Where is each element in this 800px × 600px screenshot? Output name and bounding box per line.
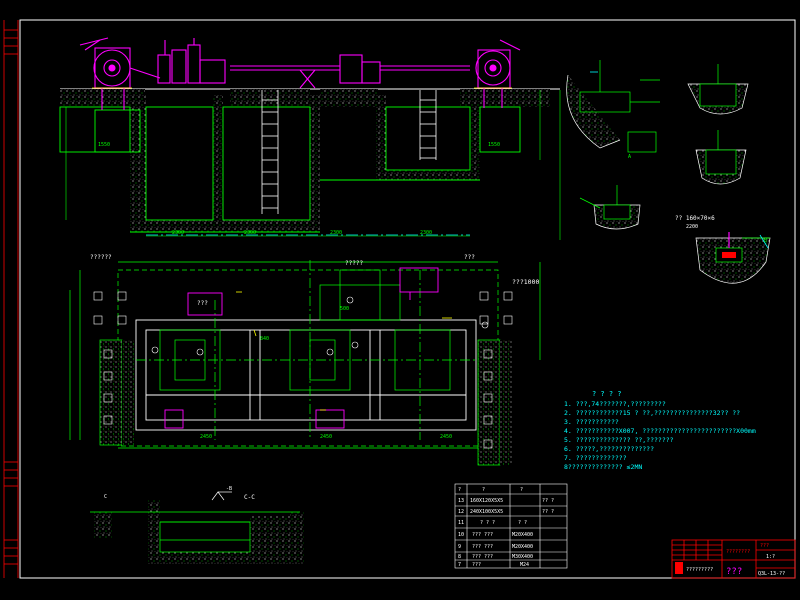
plan-view: 2450 2450 2450 840 500 ?????? ????? ??? … [69,254,541,500]
svg-text:500: 500 [340,306,349,312]
table-cell: ??? ??? [472,554,493,560]
table-cell: 10 [458,532,464,538]
table-cell: M20X400 [512,544,533,550]
svg-text:2300: 2300 [244,230,256,236]
title-drawing: ???????? [726,549,750,555]
svg-text:2450: 2450 [440,434,452,440]
table-cell: 240X100X5X5 [470,509,503,515]
table-header-2: ? [482,487,485,493]
detail-b-label: B [764,238,767,244]
plan-right-top: ???1000 [512,278,539,286]
table-cell: 11 [458,520,464,526]
elevation-section: 2300 2300 2300 2300 1550 1550 [59,37,561,240]
svg-text:2450: 2450 [200,434,212,440]
detail-dim-sub: 2200 [686,224,698,230]
section-c-title: C-C [244,494,255,501]
table-cell: ? ? [518,520,527,526]
table-cell: 9 [458,544,461,550]
title-code: ??? [760,543,769,549]
table-header-3: ? [520,487,523,493]
svg-text:2450: 2450 [320,434,332,440]
section-c-elev: -B [226,486,232,492]
title-project: ????????? [686,567,713,573]
table-cell: M24 [520,562,529,568]
notes-title: ? ? ? ? [592,390,622,398]
table-header-1: ? [458,487,461,493]
svg-text:1550: 1550 [488,142,500,148]
plan-c-marker: C [104,494,107,500]
notes-item-6: 6. ?????,?????????????? [564,445,654,453]
title-logo: ??? [726,567,742,577]
plan-title-mid: ????? [345,260,363,267]
table-cell: 13 [458,498,464,504]
svg-text:2300: 2300 [330,230,342,236]
svg-text:2300: 2300 [420,230,432,236]
svg-text:840: 840 [260,336,269,342]
plan-tag: ??? [464,254,475,261]
title-scale: 1:? [766,554,775,560]
table-cell: ??? ??? [472,532,493,538]
table-cell: ?? ? [542,509,554,515]
parts-table: ? ? ? 13 160X120X5X5 ?? ? 12 240X100X5X5… [454,483,568,569]
drawing-frame [19,19,796,579]
table-cell: ??? ??? [472,544,493,550]
section-c-c: C-C -B [90,486,304,564]
notes-block: ? ? ? ? 1. ???,74???????,????????? 2. ??… [564,390,756,471]
table-cell: ??? [472,562,481,568]
table-cell: 160X120X5X5 [470,498,503,504]
notes-item-8: 8?????????????? ≤2MN [564,463,642,471]
notes-item-7: 7. ????????????? [564,454,627,462]
left-margin-strip [3,20,19,578]
notes-item-4: 4. ???????????X007, ????????????????????… [564,427,756,435]
detail-dim-label: ?? 160×70×6 [675,215,715,222]
plan-title-left: ?????? [90,254,112,261]
svg-text:2300: 2300 [172,230,184,236]
detail-a-label: A [628,154,631,160]
title-number: Q3L-13-?? [758,571,785,577]
notes-item-1: 1. ???,74???????,????????? [564,400,666,408]
table-cell: 8 [458,554,461,560]
detail-views: A ?? 160×70×6 2200 B [566,60,771,284]
notes-item-2: 2. ????????????15 ? ??,???????????????32… [564,409,740,417]
notes-item-5: 5. ?????????????? ??,??????? [564,436,674,444]
title-block: ????????? ???????? ??? ??? Q3L-13-?? 1:? [671,539,796,579]
plan-box-label: ??? [197,300,208,307]
table-cell: ? ? ? [480,520,495,526]
table-cell: M30X400 [512,554,533,560]
table-cell: 7 [458,562,461,568]
table-cell: M20X400 [512,532,533,538]
table-cell: 12 [458,509,464,515]
table-cell: ?? ? [542,498,554,504]
svg-text:1550: 1550 [98,142,110,148]
notes-item-3: 3. ??????????? [564,418,619,426]
